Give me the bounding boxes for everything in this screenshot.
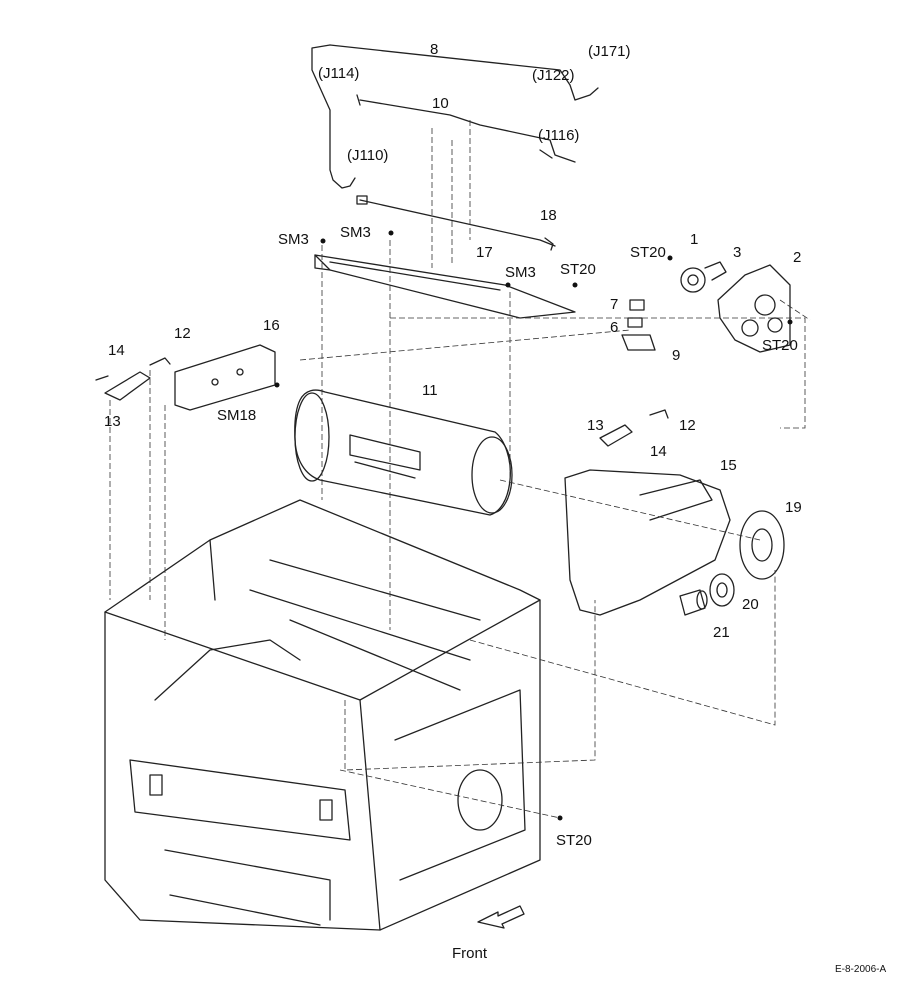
label-st20-right: ST20 xyxy=(762,337,798,354)
toner-cartridge-11 xyxy=(294,389,513,516)
label-part-20: 20 xyxy=(742,596,759,613)
label-j114: (J114) xyxy=(318,65,360,82)
figure-id: E-8-2006-A xyxy=(835,964,887,975)
label-part-17: 17 xyxy=(476,244,493,261)
label-part-3: 3 xyxy=(733,244,742,261)
label-part-1: 1 xyxy=(690,231,699,248)
gears xyxy=(679,510,785,616)
main-frame xyxy=(104,499,541,931)
right-frame-15 xyxy=(564,409,731,616)
label-part-15: 15 xyxy=(720,457,737,474)
label-part-8: 8 xyxy=(430,41,439,58)
label-j122: (J122) xyxy=(532,67,575,84)
label-sm3-right: SM3 xyxy=(505,264,536,281)
label-part-10: 10 xyxy=(432,95,449,112)
screw-dots xyxy=(274,230,793,821)
leader-lines xyxy=(109,120,811,819)
switch-parts xyxy=(621,299,656,351)
label-part-18: 18 xyxy=(540,207,557,224)
label-part-6: 6 xyxy=(610,319,619,336)
label-part-9: 9 xyxy=(672,347,681,364)
label-j116: (J116) xyxy=(538,127,580,144)
label-sm3-left: SM3 xyxy=(278,231,309,248)
label-sm18: SM18 xyxy=(217,407,257,424)
label-st20-bottom: ST20 xyxy=(556,832,592,849)
label-sm3-mid: SM3 xyxy=(340,224,371,241)
label-st20-top: ST20 xyxy=(560,261,596,278)
label-part-19: 19 xyxy=(785,499,802,516)
label-part-11: 11 xyxy=(422,382,438,399)
label-part-13-left: 13 xyxy=(104,413,121,430)
label-part-16: 16 xyxy=(263,317,280,334)
label-j171: (J171) xyxy=(588,43,631,60)
label-part-12-right: 12 xyxy=(679,417,696,434)
label-part-14-right: 14 xyxy=(650,443,667,460)
label-j110: (J110) xyxy=(347,147,389,164)
label-part-7: 7 xyxy=(610,296,619,313)
label-part-2: 2 xyxy=(793,249,802,266)
label-part-21: 21 xyxy=(713,624,730,641)
harness-18 xyxy=(356,195,556,251)
label-front: Front xyxy=(452,945,488,962)
label-part-13-right: 13 xyxy=(587,417,604,434)
drive-assembly xyxy=(680,261,791,353)
label-st20-drive: ST20 xyxy=(630,244,666,261)
front-arrow xyxy=(477,905,525,929)
harness-8 xyxy=(311,44,599,189)
label-part-12-left: 12 xyxy=(174,325,191,342)
top-cover-17 xyxy=(314,254,576,319)
label-part-14-left: 14 xyxy=(108,342,125,359)
